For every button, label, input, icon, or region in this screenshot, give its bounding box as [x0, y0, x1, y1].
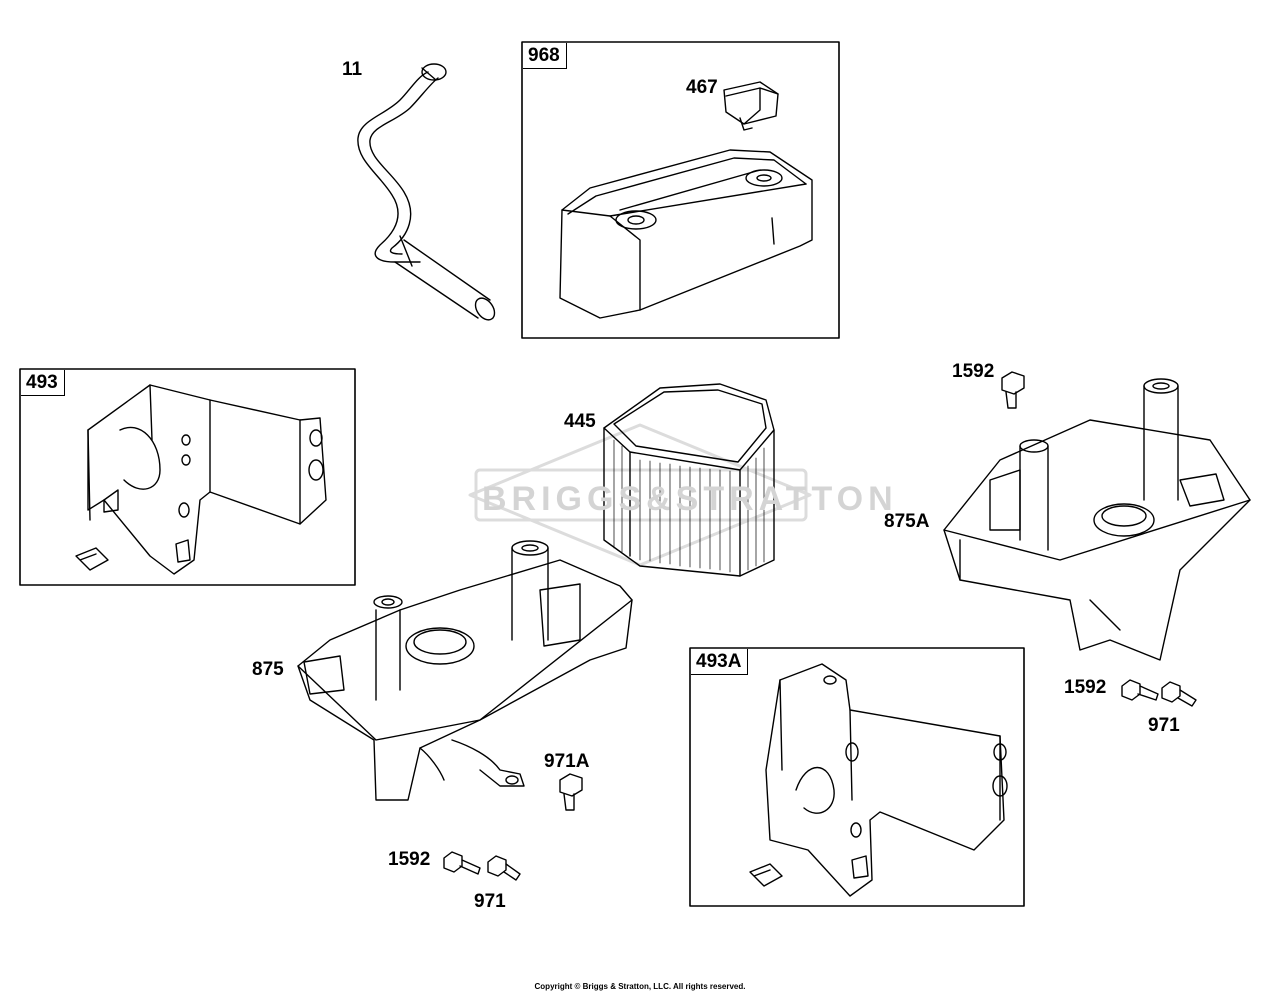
- label-base-875: 875: [252, 659, 284, 680]
- group-tag-493: 493: [21, 370, 65, 396]
- watermark-logo: [468, 423, 812, 567]
- air-cleaner-cover: [559, 149, 813, 319]
- label-screw-971-right: 971: [1148, 715, 1180, 736]
- bracket-493: [75, 384, 327, 575]
- label-screw-971-bottom: 971: [474, 891, 506, 912]
- screw-971-right: [1161, 681, 1197, 707]
- label-base-875A: 875A: [884, 511, 930, 532]
- air-filter-445: [603, 383, 775, 577]
- group-box-968-outline: [521, 41, 840, 339]
- label-hose-11: 11: [342, 59, 363, 80]
- group-tag-968: 968: [523, 43, 567, 69]
- air-cleaner-base-875: [297, 540, 633, 801]
- label-screw-1592-bottom: 1592: [388, 849, 431, 870]
- screw-1592-right: [1121, 679, 1159, 701]
- label-clip-467: 467: [686, 77, 718, 98]
- label-screw-1592-top: 1592: [952, 361, 995, 382]
- group-box-493-outline: [19, 368, 356, 586]
- label-screw-1592-right: 1592: [1064, 677, 1107, 698]
- breather-hose: [357, 63, 496, 321]
- screw-971-bottom: [487, 855, 521, 881]
- group-tag-493A: 493A: [691, 649, 749, 675]
- copyright-notice: Copyright © Briggs & Stratton, LLC. All …: [534, 982, 746, 991]
- screw-1592-bottom: [443, 851, 481, 875]
- air-cleaner-base-875A: [943, 378, 1251, 661]
- label-filter-445: 445: [564, 411, 596, 432]
- clip-467: [723, 81, 779, 131]
- label-screw-971A: 971A: [544, 751, 590, 772]
- group-box-493A-outline: [689, 647, 1025, 907]
- watermark-text: BRIGGS&STRATTON: [482, 480, 898, 518]
- screw-971A: [559, 773, 583, 811]
- screw-1592-top: [1001, 371, 1025, 409]
- bracket-493A: [749, 663, 1008, 897]
